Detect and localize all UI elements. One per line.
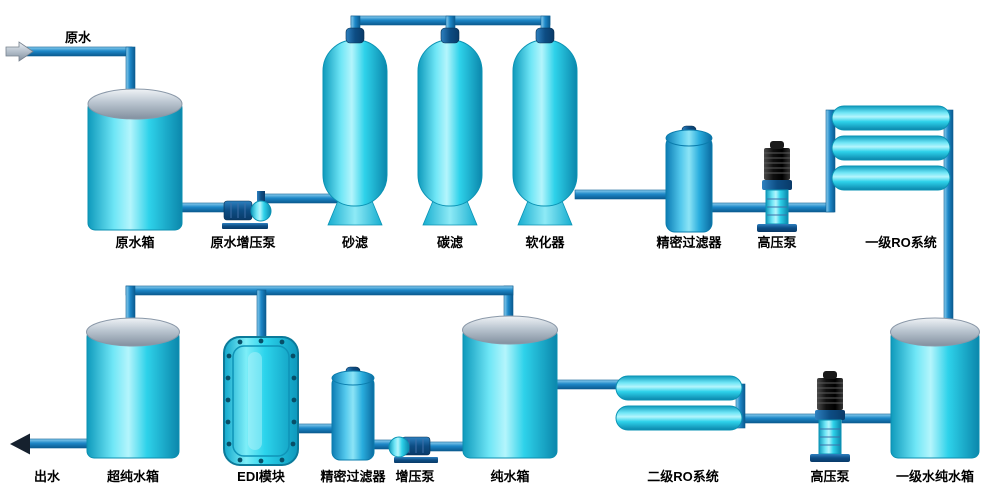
ro-membrane-tube xyxy=(831,105,951,131)
high-pressure-pump-2 xyxy=(810,371,850,462)
label-raw-water-booster-pump: 原水增压泵 xyxy=(210,235,275,250)
label-ultrapure-water-tank: 超纯水箱 xyxy=(107,469,159,484)
sand-filter-vessel xyxy=(322,27,388,226)
motor-cap xyxy=(770,141,784,149)
tank-cap xyxy=(462,315,558,345)
precision-filter-2 xyxy=(331,366,375,461)
pump-volute xyxy=(388,436,410,458)
edi-bolts xyxy=(225,338,297,464)
pipe-tank-to-booster xyxy=(181,202,227,213)
pipe-edi-to-precision-filter2 xyxy=(293,423,339,434)
ultrapure-water-tank xyxy=(86,317,180,459)
vessel-body xyxy=(322,39,388,207)
carbon-filter-vessel xyxy=(417,27,483,226)
pump-discharge xyxy=(257,191,265,201)
ro-system-1 xyxy=(831,105,951,191)
label-pure-water-tank: 纯水箱 xyxy=(490,469,529,484)
tank-cap xyxy=(890,317,980,347)
stage1-pure-water-tank xyxy=(890,317,980,459)
pump-base xyxy=(394,457,438,463)
pump-base xyxy=(222,223,268,229)
pump-volute xyxy=(250,200,272,222)
raw-water-tank xyxy=(87,88,183,231)
pipe-ro2-to-pure-water-tank xyxy=(552,379,624,390)
raw-water-booster-pump xyxy=(222,191,272,229)
motor-cap xyxy=(823,371,837,379)
label-edi-module: EDI模块 xyxy=(237,469,286,484)
pipe-inlet-horizontal xyxy=(25,46,133,57)
softener-vessel xyxy=(512,27,578,226)
pump-coupling xyxy=(762,180,792,190)
label-outlet: 出水 xyxy=(34,469,61,484)
ro-membrane-tube xyxy=(615,375,743,401)
label-ro-system-2: 二级RO系统 xyxy=(647,469,719,484)
booster-pump xyxy=(388,436,438,463)
edi-module xyxy=(223,336,299,466)
vessel-neck-cap xyxy=(535,27,555,44)
pipe-ro1-left-manifold xyxy=(825,109,836,213)
filter-body xyxy=(665,135,713,233)
pipe-stage1-tank-to-hp-pump2 xyxy=(841,413,896,424)
pipe-softener-to-precision-filter xyxy=(574,189,668,200)
label-inlet: 原水 xyxy=(65,30,92,45)
label-booster-pump: 增压泵 xyxy=(395,469,434,484)
tank-cap xyxy=(86,317,180,347)
vessel-body xyxy=(512,39,578,207)
pipe-edi-top xyxy=(256,289,267,341)
edi-highlight xyxy=(248,352,262,450)
precision-filter-1 xyxy=(665,125,713,233)
pump-coupling xyxy=(815,410,845,420)
label-carbon-filter: 碳滤 xyxy=(437,235,463,250)
label-sand-filter: 砂滤 xyxy=(341,235,368,250)
edi-inner-frame xyxy=(232,345,290,457)
label-softener: 软化器 xyxy=(525,235,565,250)
ro-membrane-tube xyxy=(831,165,951,191)
tank-cap xyxy=(87,88,183,120)
filter-top xyxy=(331,370,375,386)
pure-water-tank xyxy=(462,315,558,459)
pipe-transfer-horizontal xyxy=(125,285,514,296)
label-high-pressure-pump-1: 高压泵 xyxy=(757,235,796,250)
pipe-outlet xyxy=(27,438,89,449)
label-high-pressure-pump-2: 高压泵 xyxy=(810,469,849,484)
pipe-network xyxy=(25,15,954,452)
label-raw-water-tank: 原水箱 xyxy=(115,235,154,250)
pump-base xyxy=(810,454,850,462)
pipe-precision-filter-to-hp-pump xyxy=(709,202,767,213)
ro-system-2 xyxy=(615,375,743,431)
ro-membrane-tube xyxy=(615,405,743,431)
vessel-body xyxy=(417,39,483,207)
vessel-neck-cap xyxy=(440,27,460,44)
high-pressure-pump-1 xyxy=(757,141,797,232)
pipe-hp-pump2-to-ro2 xyxy=(743,413,821,424)
label-stage1-pure-water-tank: 一级水纯水箱 xyxy=(896,469,974,484)
label-ro-system-1: 一级RO系统 xyxy=(865,235,937,250)
pump-base xyxy=(757,224,797,232)
ro-membrane-tube xyxy=(831,135,951,161)
pipe-booster2-to-pure-water-tank xyxy=(427,441,467,452)
label-precision-filter-2: 精密过滤器 xyxy=(320,469,386,484)
pump-motor xyxy=(764,148,790,180)
inlet-arrow-icon xyxy=(5,41,34,62)
outlet-arrow-icon xyxy=(10,433,30,455)
pump-motor xyxy=(817,378,843,410)
filter-top xyxy=(665,129,713,147)
label-precision-filter-1: 精密过滤器 xyxy=(656,235,722,250)
vessel-neck-cap xyxy=(345,27,365,44)
filter-body xyxy=(331,375,375,461)
